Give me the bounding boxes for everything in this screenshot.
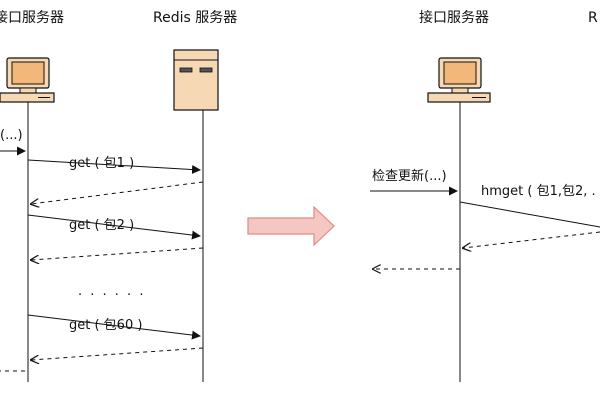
participant-redis-server-right: R xyxy=(588,10,598,26)
participant-redis-server: Redis 服务器 xyxy=(153,10,238,26)
get-call-arrow-2 xyxy=(27,214,201,240)
request-label-left: (...) xyxy=(0,128,23,143)
hmget-call-arrow xyxy=(459,201,600,228)
response-arrow-60 xyxy=(31,347,204,360)
call-label-2: get ( 包2 ) xyxy=(69,218,135,233)
ellipsis-label: · · · · · · xyxy=(78,288,146,303)
transition-arrow xyxy=(247,205,335,247)
call-label-1: get ( 包1 ) xyxy=(69,156,135,171)
redis-server-tower-icon xyxy=(173,49,219,111)
api-server-monitor-icon-right xyxy=(427,57,491,103)
call-label-60: get ( 包60 ) xyxy=(69,318,143,333)
hmget-call-label: hmget ( 包1,包2, . xyxy=(481,184,596,199)
get-call-arrow-60 xyxy=(27,314,201,340)
request-label-right: 检查更新(...) xyxy=(372,169,447,184)
api-server-monitor-icon-left xyxy=(0,57,55,103)
participant-api-server-right: 接口服务器 xyxy=(419,10,489,26)
response-arrow-2 xyxy=(31,247,204,260)
hmget-response-arrow xyxy=(463,231,600,248)
participant-api-server-left: 接口服务器 xyxy=(0,10,64,26)
response-arrow-1 xyxy=(31,181,204,204)
get-call-arrow-1 xyxy=(27,159,201,175)
